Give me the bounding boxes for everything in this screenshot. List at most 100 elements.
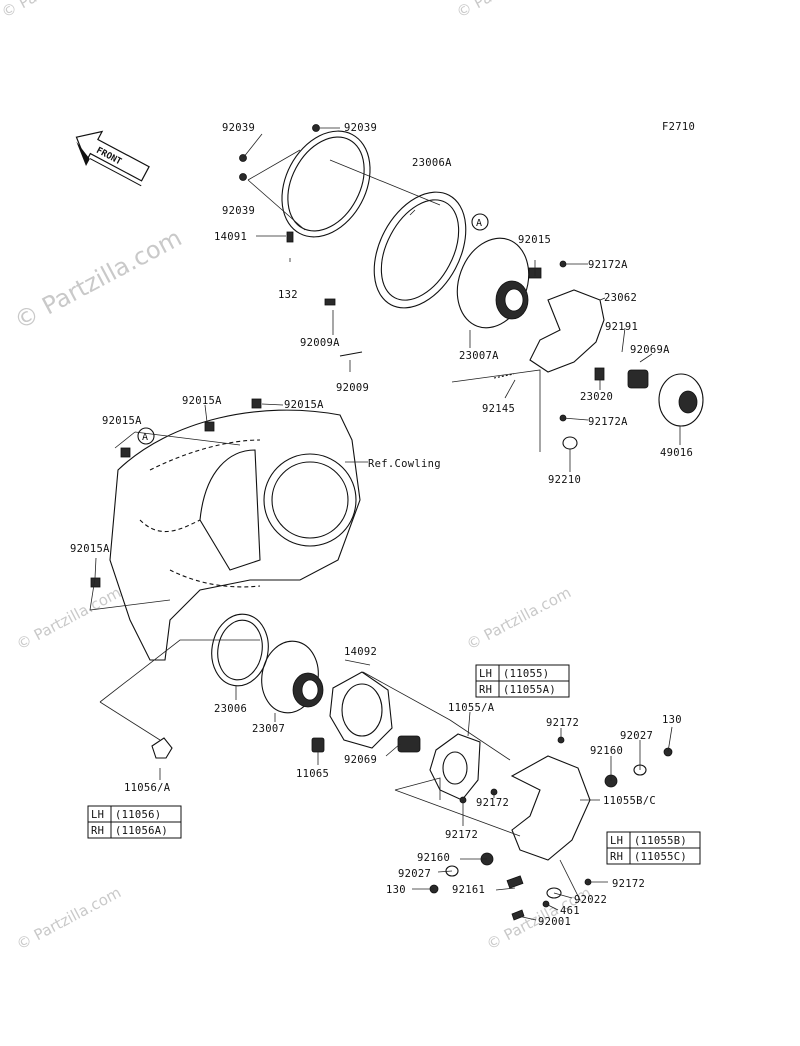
grommet-92015A-c <box>251 398 262 409</box>
grommet-92015A-a <box>120 447 131 458</box>
label-92172: 92172 <box>476 797 509 809</box>
table-11055bc: LH (11055B) RH (11055C) <box>606 831 701 865</box>
bulb-92069 <box>397 735 421 753</box>
label-49016: 49016 <box>660 447 693 459</box>
nut-92039-c <box>312 124 320 132</box>
label-92022: 92022 <box>574 894 607 906</box>
label-92145: 92145 <box>482 403 515 415</box>
watermark: © Partzilla.com <box>0 0 109 22</box>
label-23007: 23007 <box>252 723 285 735</box>
label-92172: 92172 <box>546 717 579 729</box>
ref-cowling-label: Ref.Cowling <box>368 458 441 470</box>
label-92172: 92172 <box>612 878 645 890</box>
label-92015A: 92015A <box>102 415 142 427</box>
screw-92009 <box>339 351 363 357</box>
grommet-92015A-b <box>204 421 215 432</box>
label-92191: 92191 <box>605 321 638 333</box>
clip-92161 <box>506 875 524 889</box>
label-92069: 92069 <box>344 754 377 766</box>
table-side: RH <box>479 684 492 696</box>
headlight-rim-14091 <box>281 130 371 238</box>
label-92039: 92039 <box>222 205 255 217</box>
watermark: © Partzilla.com <box>13 583 124 653</box>
washer-92027-b <box>445 865 459 877</box>
label-92015: 92015 <box>518 234 551 246</box>
label-130: 130 <box>386 884 406 896</box>
label-14092: 14092 <box>344 646 377 658</box>
bracket-23062 <box>529 289 605 373</box>
label-92160: 92160 <box>590 745 623 757</box>
label-23006: 23006 <box>214 703 247 715</box>
label-23006A: 23006A <box>412 157 452 169</box>
label-92027: 92027 <box>398 868 431 880</box>
label-92039: 92039 <box>222 122 255 134</box>
clip-11065 <box>311 737 325 753</box>
label-23007A: 23007A <box>459 350 499 362</box>
bracket-11055 <box>429 733 481 801</box>
label-92160: 92160 <box>417 852 450 864</box>
watermark: © Partzilla.com <box>13 883 124 953</box>
label-92027: 92027 <box>620 730 653 742</box>
label-23062: 23062 <box>604 292 637 304</box>
part-labels: 92039 92039 92039 23006A 14091 132 92009… <box>70 122 693 928</box>
table-11056: LH (11056) RH (11056A) <box>87 805 182 839</box>
bulb-92069A <box>627 369 649 389</box>
label-23020: 23020 <box>580 391 613 403</box>
label-92009A: 92009A <box>300 337 340 349</box>
table-side: RH <box>610 851 623 863</box>
label-92161: 92161 <box>452 884 485 896</box>
grommet-92015A-d <box>90 577 101 588</box>
label-92015A: 92015A <box>182 395 222 407</box>
label-14091: 14091 <box>214 231 247 243</box>
cowling: A <box>89 398 368 661</box>
table-side: LH <box>91 809 104 821</box>
label-92039: 92039 <box>344 122 377 134</box>
label-11055A: 11055/A <box>448 702 495 714</box>
label-92172A: 92172A <box>588 259 628 271</box>
label-130: 130 <box>662 714 682 726</box>
screw-92009A <box>324 298 336 306</box>
watermark: © Partzilla.com <box>10 224 187 336</box>
cap-49016 <box>658 373 704 427</box>
headlight-rim-inner <box>287 136 365 232</box>
label-92015A: 92015A <box>70 543 110 555</box>
cap-49016-hole <box>678 390 698 414</box>
label-92001: 92001 <box>538 916 571 928</box>
label-11055BC: 11055B/C <box>603 795 656 807</box>
table-side: LH <box>479 668 492 680</box>
washer-92210 <box>562 436 578 450</box>
nut-92039-b <box>239 173 247 181</box>
label-132: 132 <box>278 289 298 301</box>
bracket-11056 <box>151 737 173 759</box>
label-92172: 92172 <box>445 829 478 841</box>
label-11065: 11065 <box>296 768 329 780</box>
label-92069A: 92069A <box>630 344 670 356</box>
rivet-92001 <box>511 909 525 921</box>
rim-14092 <box>329 671 393 749</box>
table-11055: LH (11055) RH (11055A) <box>475 664 570 698</box>
callout-a-upper <box>471 213 489 231</box>
label-92009: 92009 <box>336 382 369 394</box>
callout-a-cowling-label: A <box>142 432 148 443</box>
watermark: © Partzilla.com <box>463 583 574 653</box>
cowling-outline <box>109 409 361 661</box>
watermark: © Partzilla.com <box>453 0 564 22</box>
ring-23006 <box>211 613 269 687</box>
clip-132 <box>286 231 294 243</box>
spring-92145 <box>493 373 515 379</box>
table-part: (11055) <box>503 668 549 680</box>
table-side: LH <box>610 835 623 847</box>
bracket-11055BC <box>510 755 591 861</box>
table-part: (11055A) <box>503 684 556 696</box>
label-92172A: 92172A <box>588 416 628 428</box>
table-part: (11055C) <box>634 851 687 863</box>
label-461: 461 <box>560 905 580 917</box>
washer-92022 <box>546 887 562 899</box>
upper-assembly: A <box>239 124 704 472</box>
label-92015A: 92015A <box>284 399 324 411</box>
table-part: (11056A) <box>115 825 168 837</box>
table-part: (11056) <box>115 809 161 821</box>
ring-23006A <box>373 191 467 309</box>
clip-23020 <box>594 367 605 381</box>
